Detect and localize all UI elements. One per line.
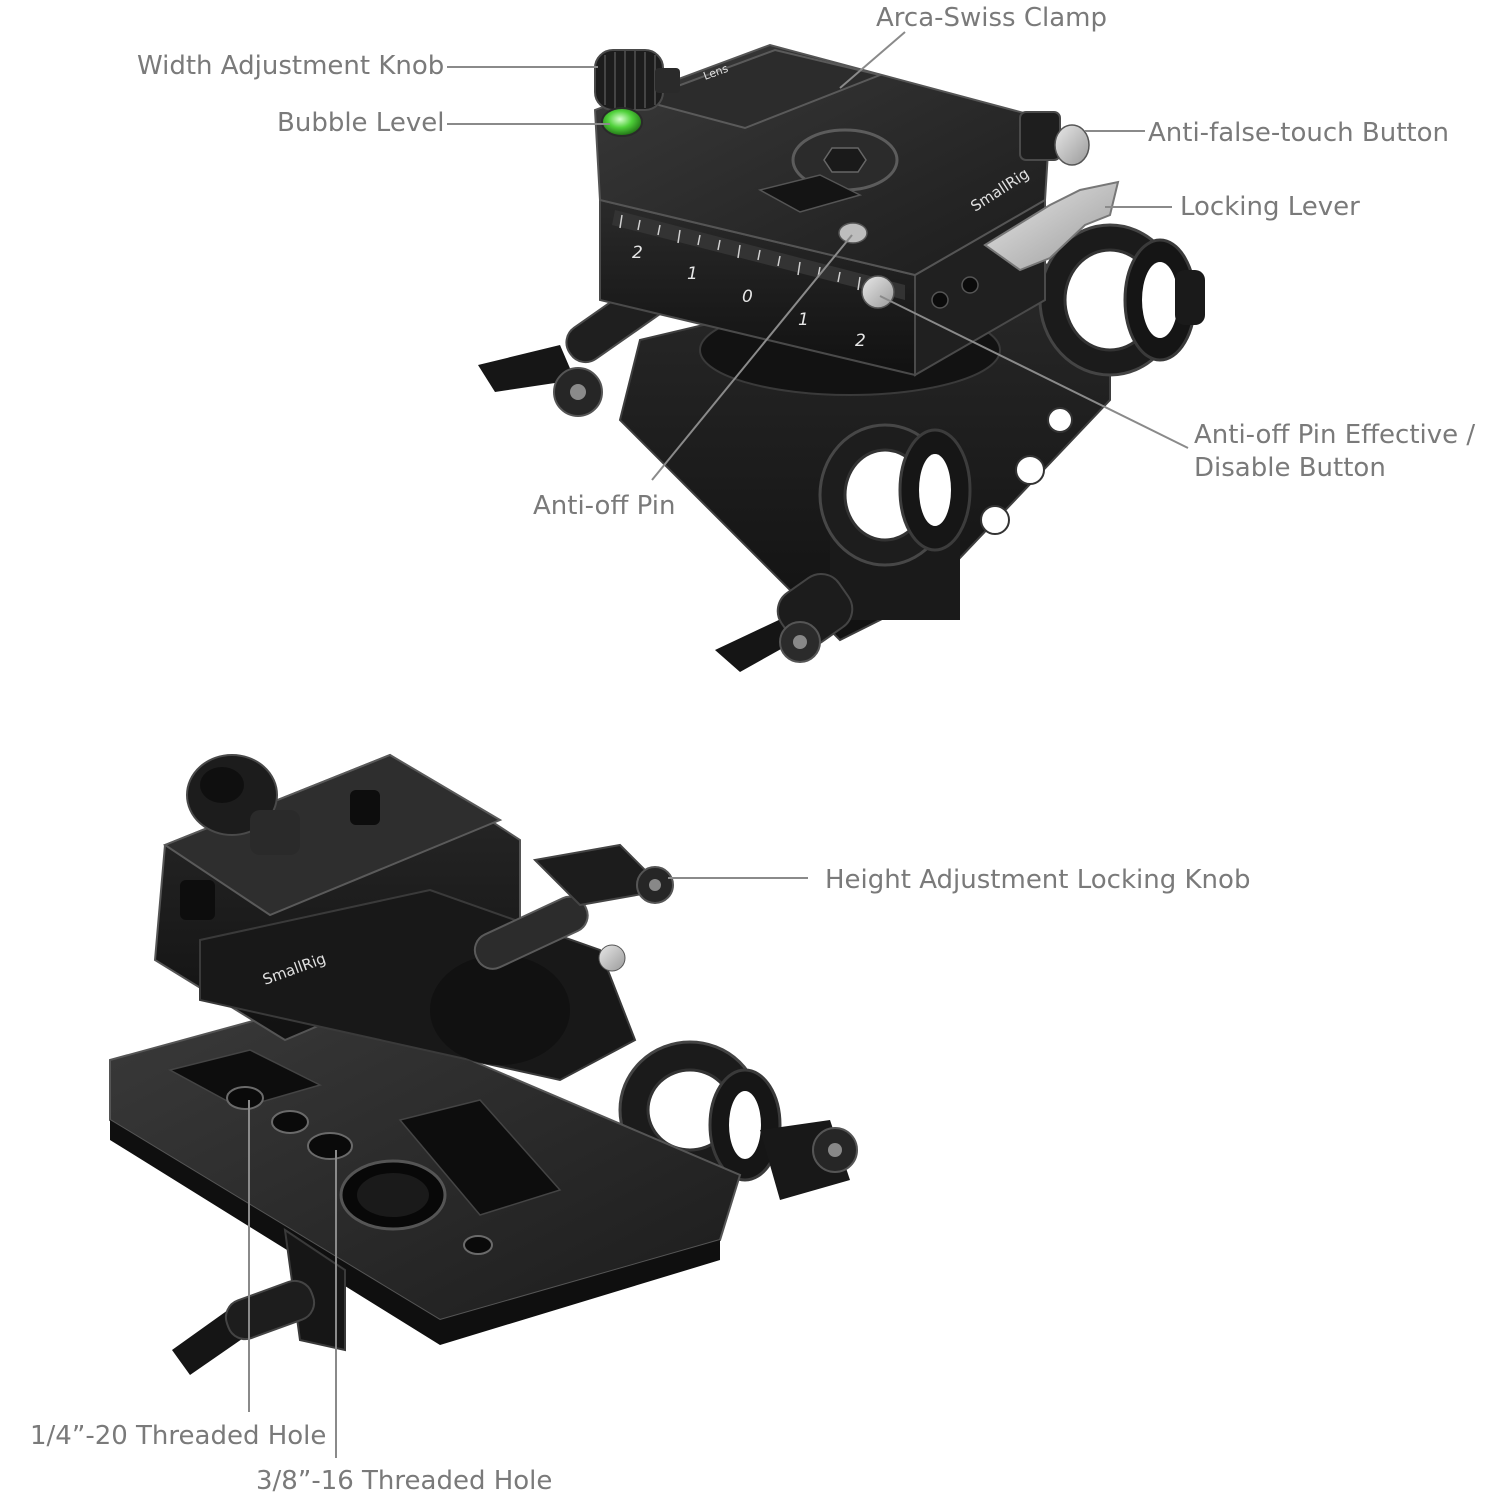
leader-arca-swiss xyxy=(839,31,906,89)
label-anti-false-touch-button: Anti-false-touch Button xyxy=(1148,118,1450,148)
bubble-level-part xyxy=(601,107,643,137)
dovetail-rail xyxy=(636,48,884,130)
rod-clamp-right xyxy=(1038,223,1205,377)
anti-off-pin-ball xyxy=(861,275,895,309)
label-width-adjustment-knob: Width Adjustment Knob xyxy=(137,51,445,81)
locking-lever-part xyxy=(983,180,1120,272)
bottom-assembly: SmallRig xyxy=(109,753,858,1375)
leader-lines xyxy=(248,31,1189,1458)
label-height-adjustment-locking-knob: Height Adjustment Locking Knob xyxy=(825,865,1251,895)
label-arca-swiss-clamp: Arca-Swiss Clamp xyxy=(876,3,1108,33)
height-knob-bottom xyxy=(473,843,674,972)
scale-mark-2-left: 2 xyxy=(632,243,643,263)
width-knob-part xyxy=(594,49,680,111)
top-assembly: 2 1 0 1 2 Lens xyxy=(478,43,1205,672)
label-locking-lever: Locking Lever xyxy=(1180,192,1360,222)
scale-mark-0: 0 xyxy=(742,287,753,307)
plate-slot xyxy=(167,1049,323,1109)
label-quarter-20-threaded-hole: 1/4”-20 Threaded Hole xyxy=(30,1421,327,1451)
bottom-width-knob xyxy=(186,754,300,855)
leader-anti-off-pin xyxy=(651,234,853,481)
scale-mark-2-right: 2 xyxy=(855,331,866,351)
label-anti-off-pin: Anti-off Pin xyxy=(533,491,676,521)
label-bubble-level: Bubble Level xyxy=(277,108,445,138)
threaded-holes xyxy=(226,1086,493,1255)
label-three-eighths-16-threaded-hole: 3/8”-16 Threaded Hole xyxy=(256,1466,553,1496)
anti-off-pin-part xyxy=(838,222,868,244)
scale-mark-1-right: 1 xyxy=(798,310,809,330)
label-anti-off-pin-button: Anti-off Pin Effective / Disable Button xyxy=(1194,420,1476,483)
bottom-thumb-screw xyxy=(172,1279,316,1375)
anti-false-touch-part xyxy=(1019,111,1090,166)
leader-anti-off-pin-button xyxy=(879,295,1189,449)
upper-clamp-top xyxy=(162,753,503,917)
rod-clamp-front xyxy=(818,407,1073,620)
base-plate-side xyxy=(110,1120,720,1345)
rod-thumb-screw-front xyxy=(715,572,854,672)
scale-mark-1-left: 1 xyxy=(687,264,698,284)
clamp-slot xyxy=(757,174,863,213)
scale-ticks xyxy=(619,214,881,293)
